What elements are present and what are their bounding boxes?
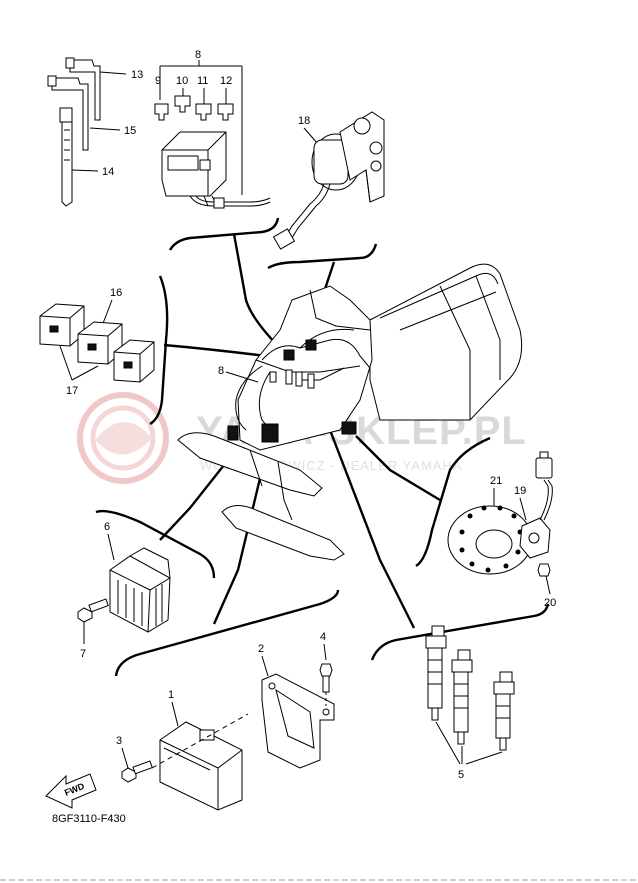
diagram-code: 8GF3110-F430 bbox=[52, 813, 126, 825]
callout-20: 20 bbox=[544, 597, 556, 609]
callout-17: 17 bbox=[66, 385, 78, 397]
callout-5: 5 bbox=[458, 769, 464, 781]
rectifier-group: 6 7 bbox=[77, 521, 171, 660]
fuse-box-group: 8 9 10 11 12 bbox=[154, 49, 271, 209]
frame-assembly: 8 bbox=[177, 263, 523, 561]
callout-1: 1 bbox=[168, 689, 174, 701]
callout-6: 6 bbox=[104, 521, 110, 533]
callout-16: 16 bbox=[110, 287, 122, 299]
callout-13: 13 bbox=[131, 69, 143, 81]
callout-10: 10 bbox=[176, 75, 188, 87]
cable-ties-group: 13 15 14 bbox=[47, 57, 143, 207]
pickup-coil-group: 21 19 20 bbox=[447, 451, 556, 609]
callout-3: 3 bbox=[116, 735, 122, 747]
callout-15: 15 bbox=[124, 125, 136, 137]
main-switch-group: 18 bbox=[272, 111, 385, 250]
callout-4: 4 bbox=[320, 631, 326, 643]
callout-8-mid: 8 bbox=[218, 365, 224, 377]
ecu-group: 1 3 2 4 bbox=[116, 631, 335, 811]
callout-9: 9 bbox=[155, 75, 161, 87]
callout-12: 12 bbox=[220, 75, 232, 87]
callout-18: 18 bbox=[298, 115, 310, 127]
callout-11: 11 bbox=[197, 75, 208, 87]
callout-2: 2 bbox=[258, 643, 264, 655]
callout-21: 21 bbox=[490, 475, 502, 487]
relays-group: 16 17 bbox=[39, 287, 155, 397]
callout-14: 14 bbox=[102, 166, 114, 178]
ignition-coils-group: 5 bbox=[425, 625, 515, 781]
callout-19: 19 bbox=[514, 485, 526, 497]
fwd-arrow: FWD bbox=[45, 773, 97, 809]
callout-7: 7 bbox=[80, 648, 86, 660]
callout-8-top: 8 bbox=[195, 49, 201, 61]
group-brackets bbox=[95, 217, 550, 677]
